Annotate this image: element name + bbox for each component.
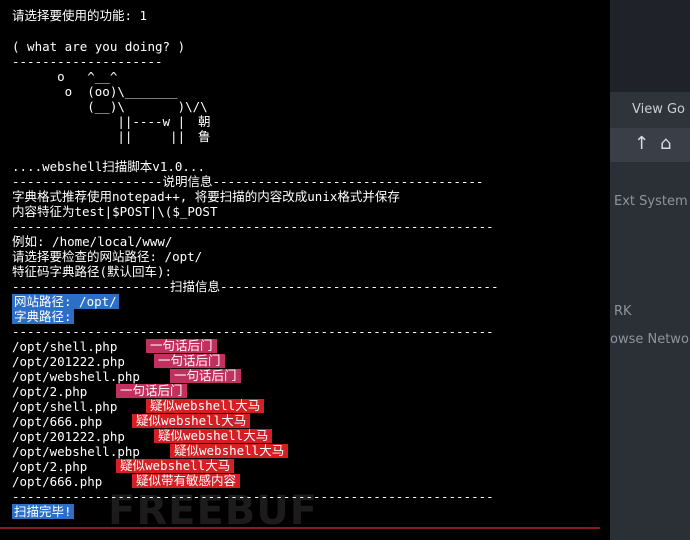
cow-line-3: (__)\ )\/\ <box>12 99 208 114</box>
prompt-line: 请选择要使用的功能: 1 <box>12 8 148 23</box>
up-arrow-icon[interactable]: ↑ <box>634 133 650 154</box>
result-file: /opt/shell.php <box>12 399 118 414</box>
terminal-window[interactable]: FREEBUF 请选择要使用的功能: 1 ( what are you doin… <box>0 0 610 540</box>
scan-complete-banner: 扫描完毕! <box>12 504 74 519</box>
background-nav: ↑ ⌂ <box>610 128 690 162</box>
question-line: ( what are you doing? ) <box>12 39 186 54</box>
result-file: /opt/2.php <box>12 384 88 399</box>
result-tag: 一句话后门 <box>154 354 225 368</box>
separator: -------------------- <box>12 54 163 69</box>
background-item-network[interactable]: owse Network <box>610 332 690 347</box>
background-window[interactable]: View Go ↑ ⌂ Ext System RK owse Network <box>610 0 690 540</box>
site-path-banner: 网站路径: /opt/ <box>12 294 119 309</box>
cow-line-2: o (oo)\_______ <box>12 84 178 99</box>
result-tag: 疑似webshell大马 <box>146 399 265 413</box>
info-line-1: 字典格式推荐使用notepad++, 将要扫描的内容改成unix格式并保存 <box>12 189 400 204</box>
section-header-scan: ---------------------扫描信息---------------… <box>12 279 499 294</box>
script-title: ....webshell扫描脚本v1.0... <box>12 159 205 174</box>
background-item-system[interactable]: Ext System <box>614 194 688 209</box>
result-tag: 疑似webshell大马 <box>132 414 251 428</box>
separator: ----------------------------------------… <box>12 219 494 234</box>
result-file: /opt/webshell.php <box>12 369 140 384</box>
result-file: /opt/2.php <box>12 459 88 474</box>
separator: ----------------------------------------… <box>12 324 494 339</box>
result-tag: 疑似带有敏感内容 <box>132 474 241 488</box>
home-icon[interactable]: ⌂ <box>660 133 672 154</box>
result-file: /opt/666.php <box>12 474 103 489</box>
section-header-info: --------------------说明信息----------------… <box>12 174 484 189</box>
result-tag: 疑似webshell大马 <box>170 444 289 458</box>
result-tag: 疑似webshell大马 <box>116 459 235 473</box>
result-tag: 一句话后门 <box>146 339 217 353</box>
separator: ----------------------------------------… <box>12 489 494 504</box>
dict-path-banner: 字典路径: <box>12 309 74 324</box>
watermark: FREEBUF <box>108 488 319 534</box>
result-tag: 疑似webshell大马 <box>154 429 273 443</box>
background-menu[interactable]: View Go <box>632 102 686 117</box>
info-line-2: 内容特征为test|$POST|\($_POST <box>12 204 218 219</box>
example-line: 例如: /home/local/www/ <box>12 234 173 249</box>
result-file: /opt/shell.php <box>12 339 118 354</box>
site-path-input: 请选择要检查的网站路径: /opt/ <box>12 249 203 264</box>
result-file: /opt/201222.php <box>12 354 125 369</box>
result-tag: 一句话后门 <box>116 384 187 398</box>
background-menubar: View Go <box>610 92 690 128</box>
cow-char-2: 鲁 <box>198 129 211 144</box>
bottom-divider <box>0 527 600 529</box>
background-titlebar <box>610 0 690 92</box>
dict-path-input: 特征码字典路径(默认回车): <box>12 264 173 279</box>
background-item-rk[interactable]: RK <box>614 304 632 319</box>
cow-line-1: o ^__^ <box>12 69 118 84</box>
result-file: /opt/201222.php <box>12 429 125 444</box>
cow-char-1: 朝 <box>198 114 211 129</box>
result-file: /opt/webshell.php <box>12 444 140 459</box>
result-tag: 一句话后门 <box>170 369 241 383</box>
cow-line-5: || || <box>12 129 186 144</box>
cow-line-4: ||----w | <box>12 114 186 129</box>
result-file: /opt/666.php <box>12 414 103 429</box>
